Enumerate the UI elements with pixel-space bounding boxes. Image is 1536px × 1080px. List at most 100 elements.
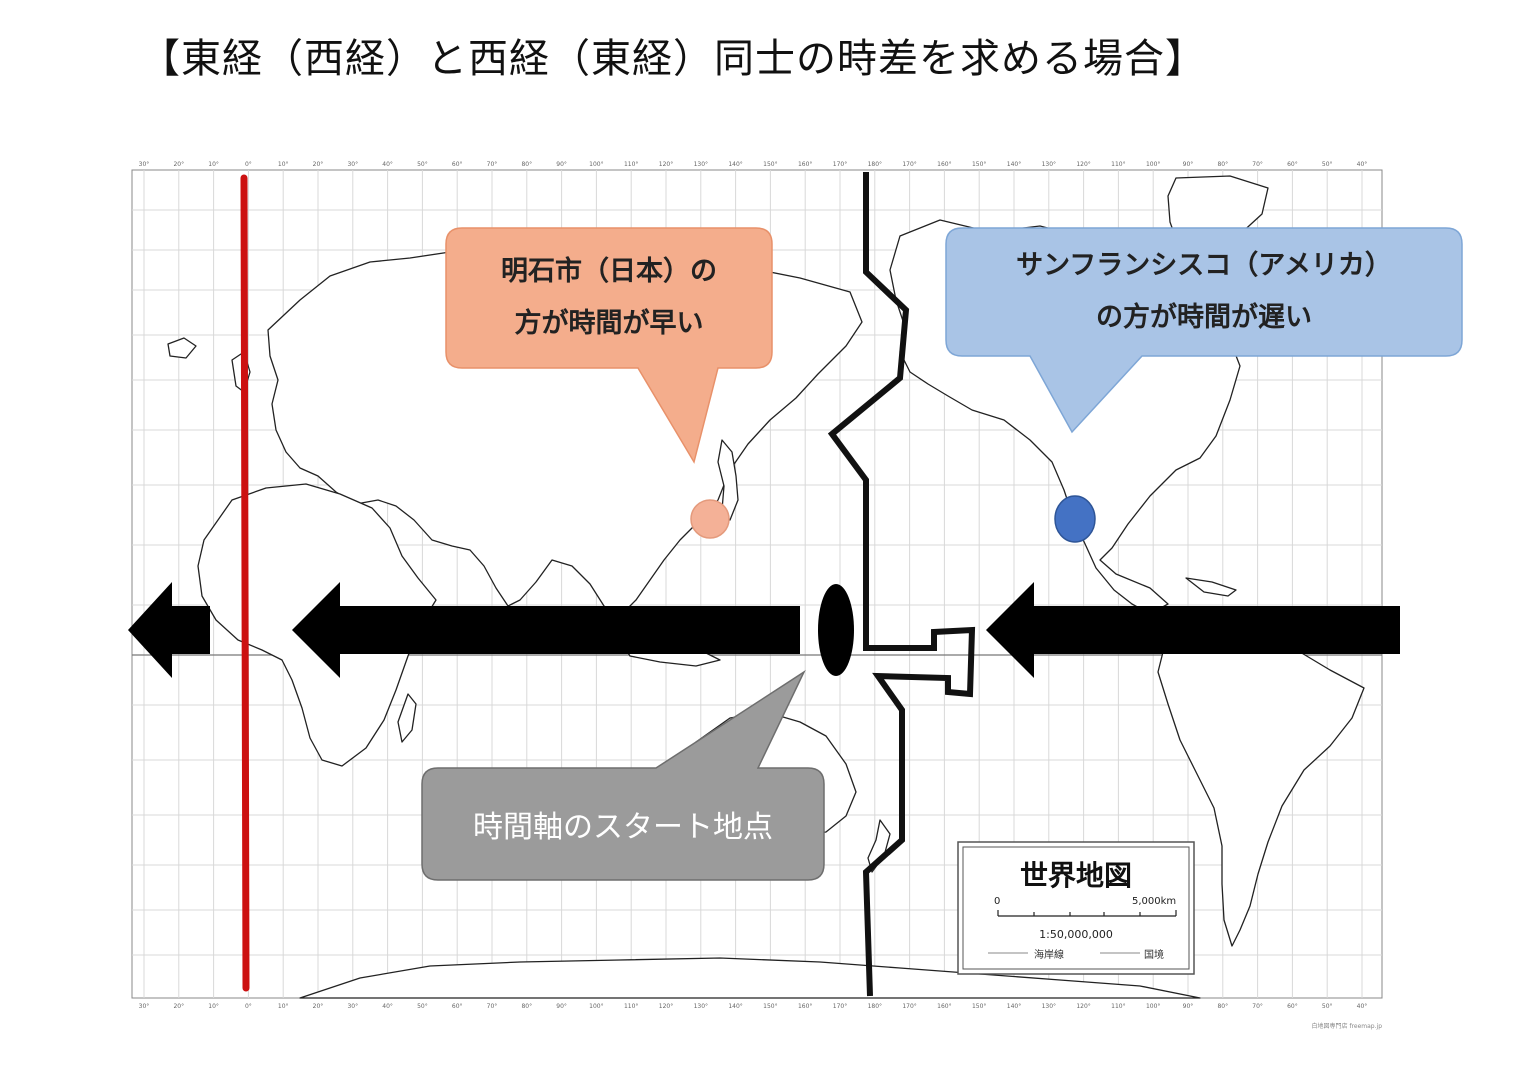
top-tick-label: 140°: [1007, 161, 1021, 168]
bottom-tick-label: 120°: [1076, 1003, 1090, 1010]
bottom-tick-label: 80°: [1217, 1003, 1228, 1010]
bottom-tick-label: 90°: [556, 1003, 567, 1010]
map-legend: 世界地図 0 5,000km 1:50,000,000 海岸線 国境: [958, 842, 1194, 974]
bottom-tick-label: 60°: [1287, 1003, 1298, 1010]
bottom-tick-label: 120°: [659, 1003, 673, 1010]
top-tick-label: 160°: [798, 161, 812, 168]
san-francisco-marker: [1054, 495, 1096, 543]
bottom-tick-label: 140°: [1007, 1003, 1021, 1010]
bottom-tick-label: 20°: [313, 1003, 324, 1010]
top-tick-label: 70°: [1252, 161, 1263, 168]
top-tick-label: 50°: [1322, 161, 1333, 168]
top-tick-label: 10°: [278, 161, 289, 168]
top-tick-label: 90°: [1183, 161, 1194, 168]
top-tick-label: 0°: [245, 161, 252, 168]
bottom-tick-label: 70°: [487, 1003, 498, 1010]
bottom-tick-label: 70°: [1252, 1003, 1263, 1010]
top-tick-label: 160°: [937, 161, 951, 168]
bottom-tick-label: 130°: [694, 1003, 708, 1010]
left-edge-arrow: [128, 582, 210, 678]
top-tick-label: 100°: [1146, 161, 1160, 168]
antarctica-outline: [299, 957, 1201, 999]
top-tick-label: 40°: [382, 161, 393, 168]
akashi-callout-shape: [445, 227, 773, 464]
bottom-tick-label: 140°: [728, 1003, 742, 1010]
top-tick-label: 30°: [347, 161, 358, 168]
top-tick-label: 20°: [313, 161, 324, 168]
iceland-outline: [167, 337, 197, 359]
top-tick-label: 90°: [556, 161, 567, 168]
west-pointing-arrow: [986, 582, 1400, 678]
sf-callout-line2: の方が時間が遅い: [1096, 302, 1312, 333]
top-tick-label: 30°: [139, 161, 150, 168]
bottom-tick-label: 100°: [589, 1003, 603, 1010]
top-tick-label: 120°: [659, 161, 673, 168]
top-tick-label: 10°: [208, 161, 219, 168]
top-tick-label: 70°: [487, 161, 498, 168]
legend-scale-max: 5,000km: [1132, 896, 1177, 907]
time-axis-start-point: [818, 584, 854, 676]
new-zealand-outline: [867, 819, 891, 873]
legend-scale-zero: 0: [994, 896, 1001, 907]
bottom-tick-label: 10°: [208, 1003, 219, 1010]
top-tick-label: 140°: [728, 161, 742, 168]
bottom-tick-label: 170°: [833, 1003, 847, 1010]
top-tick-label: 40°: [1357, 161, 1368, 168]
legend-scale-ratio: 1:50,000,000: [1039, 928, 1113, 941]
sf-callout-line1: サンフランシスコ（アメリカ）: [1016, 250, 1392, 281]
top-tick-label: 80°: [521, 161, 532, 168]
sf-callout-shape: [945, 227, 1463, 434]
start-point-callout: 時間軸のスタート地点: [421, 768, 825, 880]
main-time-arrow: [292, 582, 800, 678]
top-tick-label: 50°: [417, 161, 428, 168]
akashi-callout: 明石市（日本）の 方が時間が早い: [446, 228, 772, 368]
bottom-tick-label: 30°: [139, 1003, 150, 1010]
bottom-tick-label: 110°: [624, 1003, 638, 1010]
japan-outline: [717, 439, 739, 521]
madagascar-outline: [397, 693, 417, 743]
legend-frame-inner: [962, 846, 1190, 970]
top-tick-label: 150°: [972, 161, 986, 168]
top-tick-label: 130°: [694, 161, 708, 168]
bottom-tick-label: 180°: [868, 1003, 882, 1010]
bottom-tick-label: 40°: [382, 1003, 393, 1010]
top-tick-label: 170°: [902, 161, 916, 168]
legend-title: 世界地図: [1019, 859, 1132, 892]
top-tick-label: 110°: [1111, 161, 1125, 168]
caribbean-outline: [1185, 577, 1237, 597]
top-tick-label: 150°: [763, 161, 777, 168]
bottom-tick-label: 10°: [278, 1003, 289, 1010]
bottom-tick-label: 0°: [245, 1003, 252, 1010]
bottom-tick-label: 50°: [1322, 1003, 1333, 1010]
top-tick-label: 110°: [624, 161, 638, 168]
bottom-tick-label: 110°: [1111, 1003, 1125, 1010]
top-tick-label: 80°: [1217, 161, 1228, 168]
top-tick-label: 60°: [452, 161, 463, 168]
bottom-tick-label: 100°: [1146, 1003, 1160, 1010]
bottom-tick-label: 50°: [417, 1003, 428, 1010]
prime-meridian-line: [240, 174, 250, 992]
bottom-tick-label: 160°: [798, 1003, 812, 1010]
top-longitude-ticks: 30° 20° 10° 0° 10° 20° 30° 40° 50° 60° 70° 80° 90° 10…: [139, 161, 1368, 168]
top-tick-label: 60°: [1287, 161, 1298, 168]
akashi-callout-line2: 方が時間が早い: [514, 308, 704, 339]
legend-frame-outer: [957, 841, 1195, 975]
bottom-tick-label: 40°: [1357, 1003, 1368, 1010]
bottom-tick-label: 170°: [902, 1003, 916, 1010]
legend-coastline-label: 海岸線: [1034, 950, 1064, 961]
legend-scale-bar: [997, 910, 1177, 917]
south-america-outline: [1157, 611, 1365, 947]
top-tick-label: 180°: [868, 161, 882, 168]
top-tick-label: 130°: [1042, 161, 1056, 168]
bottom-tick-label: 150°: [763, 1003, 777, 1010]
bottom-tick-label: 20°: [173, 1003, 184, 1010]
start-callout-text: 時間軸のスタート地点: [473, 810, 773, 845]
top-tick-label: 20°: [173, 161, 184, 168]
top-tick-label: 100°: [589, 161, 603, 168]
bottom-tick-label: 80°: [521, 1003, 532, 1010]
top-tick-label: 170°: [833, 161, 847, 168]
page-title: 【東経（西経）と西経（東経）同士の時差を求める場合】: [140, 36, 1206, 82]
legend-border-label: 国境: [1144, 950, 1164, 961]
bottom-tick-label: 130°: [1042, 1003, 1056, 1010]
